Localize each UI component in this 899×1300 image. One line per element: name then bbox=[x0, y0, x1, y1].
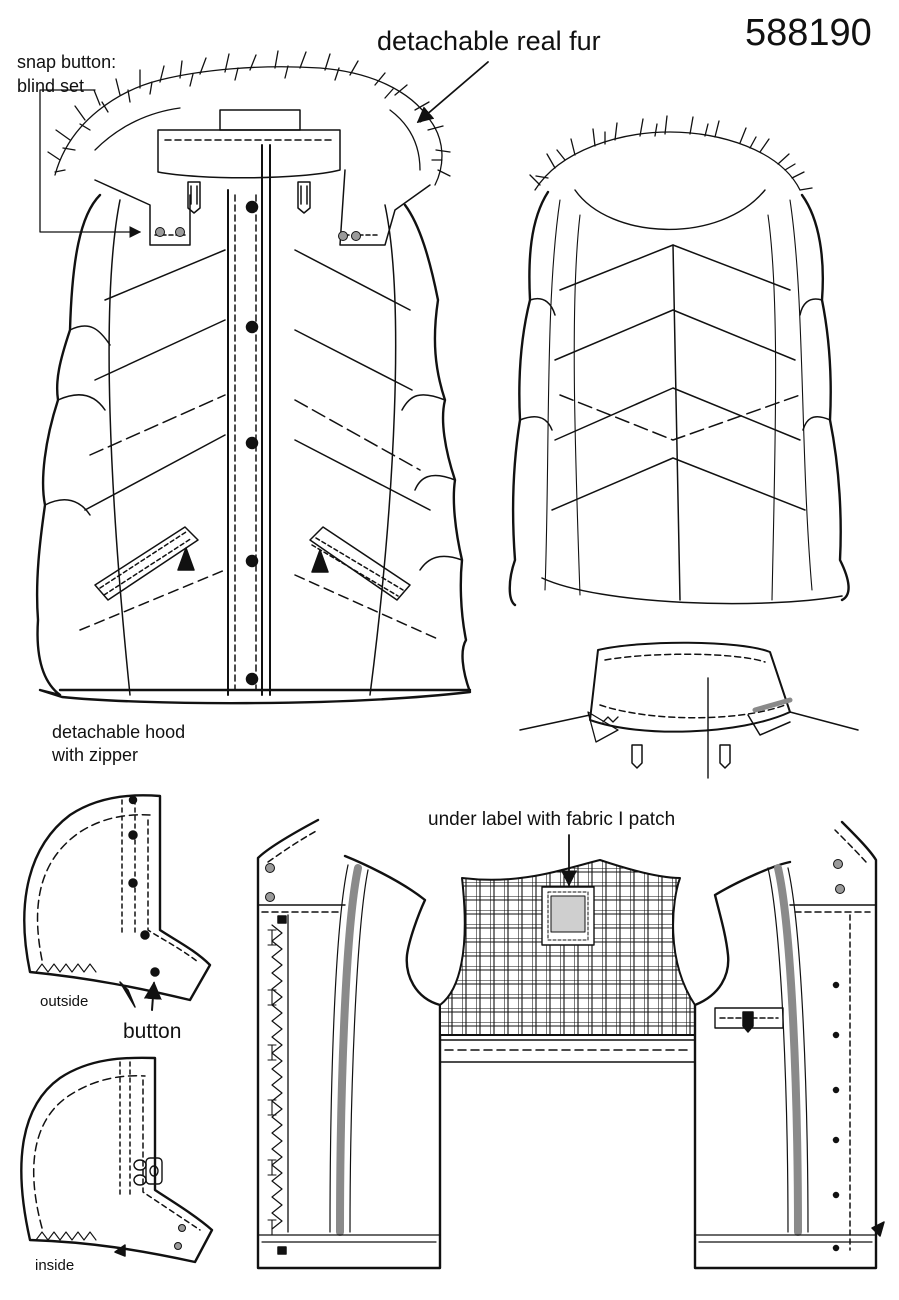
front-pocket-left bbox=[94, 526, 199, 601]
front-button-3 bbox=[245, 436, 259, 450]
style-number: 588190 bbox=[745, 12, 872, 54]
snap-button-left-2 bbox=[175, 227, 185, 237]
fur-arrow bbox=[416, 61, 489, 124]
callout-hood-line2: with zipper bbox=[52, 745, 139, 765]
inside-pocket bbox=[714, 1007, 784, 1033]
front-button-2 bbox=[245, 320, 259, 334]
front-button-4 bbox=[245, 554, 259, 568]
front-jacket bbox=[35, 50, 472, 705]
hood-outside bbox=[23, 794, 212, 1011]
callout-detachable-fur: detachable real fur bbox=[377, 26, 601, 56]
button-arrow bbox=[143, 981, 162, 1011]
front-button-1 bbox=[245, 200, 259, 214]
front-placket bbox=[227, 144, 271, 696]
callout-label-patch: under label with fabric I patch bbox=[428, 809, 676, 830]
lining-check-panel bbox=[439, 859, 696, 1036]
snap-button-right-2 bbox=[351, 231, 361, 241]
snap-button-left bbox=[155, 227, 165, 237]
callout-snap-line2: blind set bbox=[17, 76, 85, 96]
back-center-seam bbox=[672, 244, 681, 601]
snap-button-right bbox=[338, 231, 348, 241]
inside-left-zigzag bbox=[271, 924, 283, 1230]
hood-toggle bbox=[133, 1157, 163, 1186]
inside-view bbox=[256, 818, 885, 1270]
front-collar bbox=[157, 129, 341, 179]
front-pocket-right bbox=[309, 526, 411, 601]
callout-outside: outside bbox=[40, 993, 89, 1010]
back-jacket bbox=[508, 115, 850, 607]
inside-left-grey-stripe bbox=[336, 864, 362, 1236]
back-fur-trim bbox=[529, 115, 813, 191]
collar-detail bbox=[519, 641, 859, 779]
front-fur-trim bbox=[47, 50, 451, 186]
callout-snap-line1: snap button: bbox=[17, 52, 117, 72]
inside-right-grey-stripe bbox=[774, 864, 802, 1236]
hood-outside-button bbox=[150, 967, 160, 977]
hood-inside bbox=[20, 1056, 214, 1264]
callout-inside: inside bbox=[35, 1257, 75, 1274]
snap-leader-line bbox=[39, 89, 142, 238]
callout-button: button bbox=[123, 1020, 182, 1043]
callout-hood-line1: detachable hood bbox=[52, 722, 186, 742]
front-button-5 bbox=[245, 672, 259, 686]
